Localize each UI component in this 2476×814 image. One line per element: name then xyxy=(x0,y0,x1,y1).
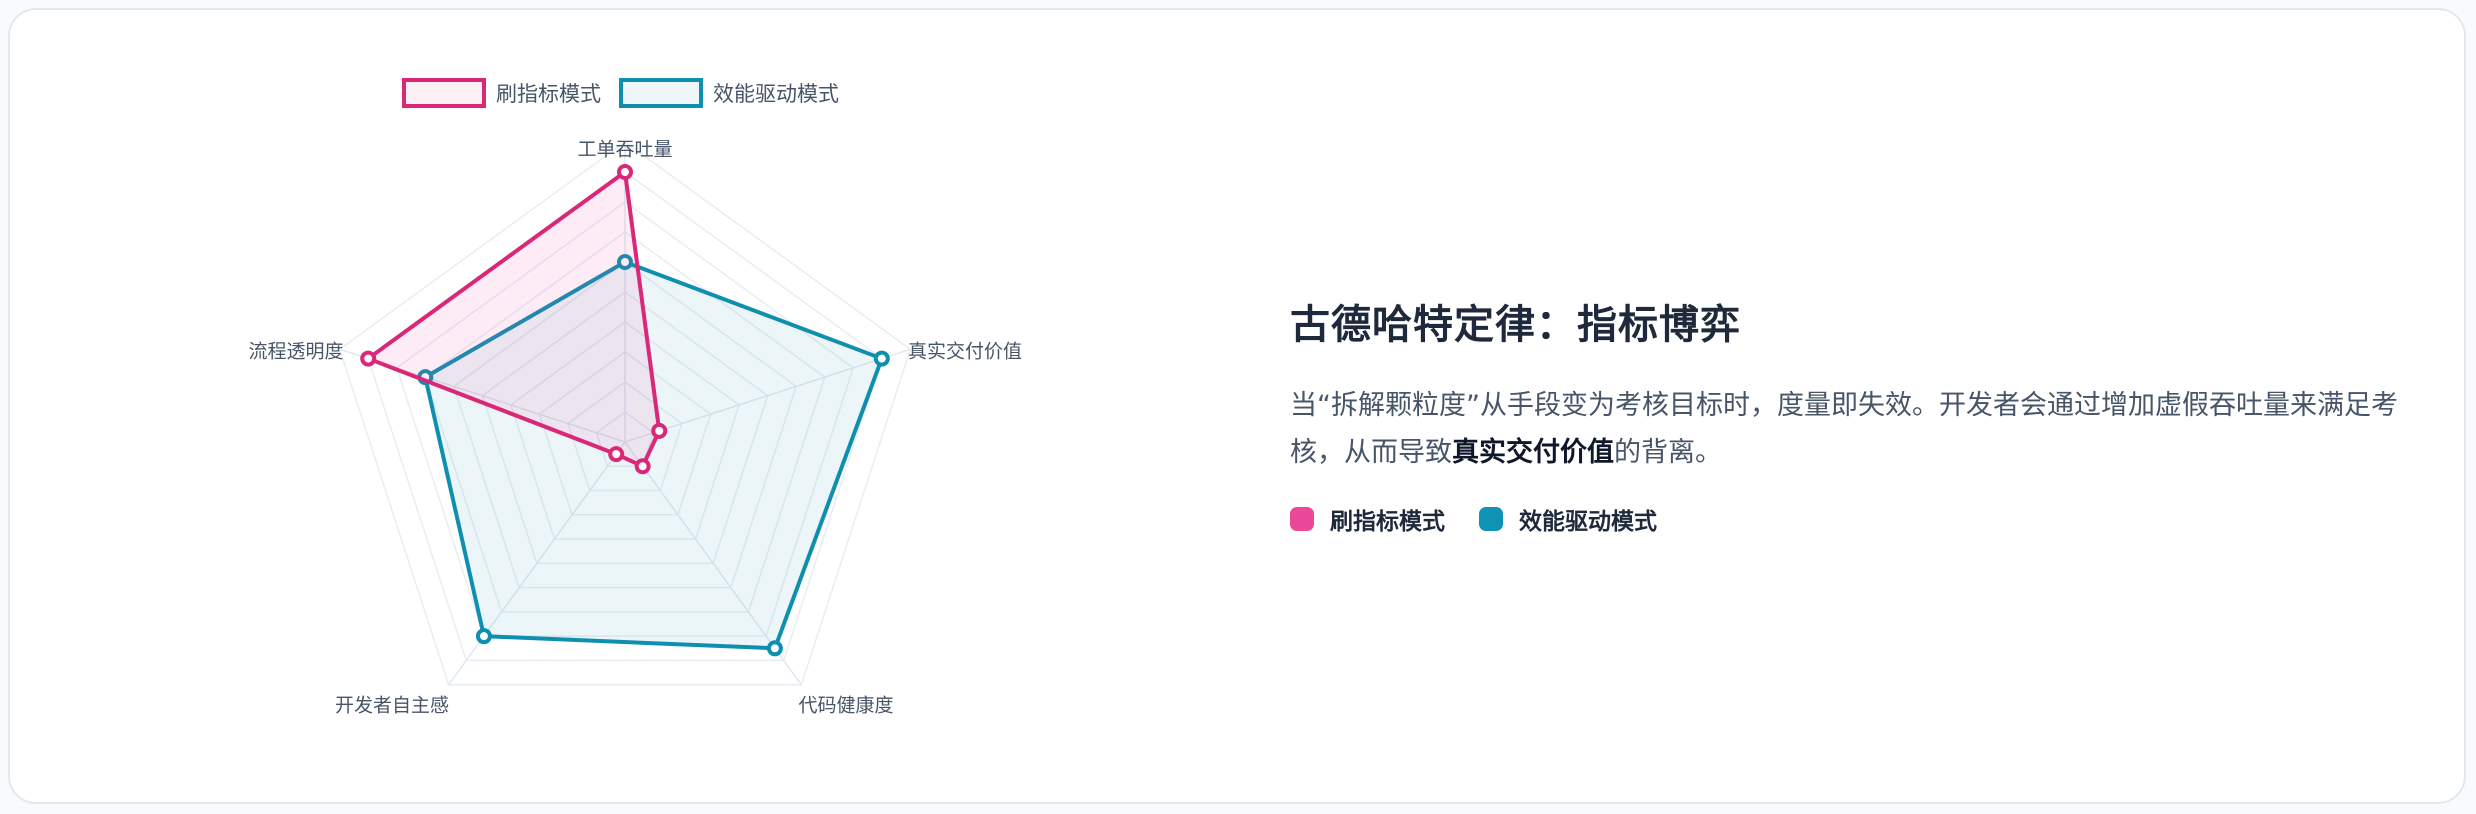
legend-item-efficiency[interactable]: 效能驱动模式 xyxy=(619,78,839,108)
panel-title: 古德哈特定律：指标博弈 xyxy=(1290,302,1741,348)
legend-label: 刷指标模式 xyxy=(496,82,601,106)
grid-ring xyxy=(395,201,855,637)
data-point xyxy=(873,350,890,367)
swatch-efficiency xyxy=(1479,507,1503,531)
series-area xyxy=(423,260,884,651)
axis-label-autonomy: 开发者自主感 xyxy=(334,694,450,717)
radar-chart: 刷指标模式 效能驱动模式 工单吞吐量 真实交付价值 代码健康度 开发者自主感 流… xyxy=(10,10,1250,806)
desc-emphasis: 真实交付价值 xyxy=(1452,437,1614,468)
axis-spoke xyxy=(624,348,911,443)
legend-swatch-efficiency xyxy=(619,78,703,108)
grid-ring xyxy=(538,351,712,516)
grid-ring xyxy=(452,261,798,589)
data-point xyxy=(766,640,783,657)
axis-label-delivery-value: 真实交付价值 xyxy=(907,340,1023,363)
grid-ring xyxy=(509,321,741,540)
panel-legend: 刷指标模式 效能驱动模式 xyxy=(1290,502,2430,536)
grid-ring xyxy=(424,231,826,613)
grid-ring xyxy=(481,291,769,565)
swatch-gaming xyxy=(1290,507,1314,531)
panel-description: 当“拆解颗粒度”从手段变为考核目标时，度量即失效。开发者会通过增加虚假吞吐量来满… xyxy=(1290,382,2430,476)
data-point xyxy=(617,164,633,180)
chart-card: 刷指标模式 效能驱动模式 工单吞吐量 真实交付价值 代码健康度 开发者自主感 流… xyxy=(8,8,2466,804)
data-point xyxy=(634,458,651,475)
data-point xyxy=(360,350,377,367)
data-point xyxy=(475,628,492,645)
axis-spoke xyxy=(448,441,626,686)
axis-label-transparency: 流程透明度 xyxy=(248,340,344,363)
panel-legend-item-gaming: 刷指标模式 xyxy=(1290,502,1445,536)
panel-legend-label: 效能驱动模式 xyxy=(1519,509,1657,535)
panel-legend-label: 刷指标模式 xyxy=(1330,509,1445,535)
grid-ring xyxy=(567,381,683,492)
desc-text-end: 的背离。 xyxy=(1614,437,1722,468)
legend-swatch-gaming xyxy=(402,78,486,108)
grid-ring xyxy=(338,141,912,686)
data-point xyxy=(617,254,633,270)
axis-label-code-health: 代码健康度 xyxy=(798,694,894,717)
legend-label: 效能驱动模式 xyxy=(713,82,839,106)
chart-legend: 刷指标模式 效能驱动模式 xyxy=(402,78,839,108)
data-point xyxy=(651,422,668,439)
panel-legend-item-efficiency: 效能驱动模式 xyxy=(1479,502,1657,536)
radar-svg xyxy=(338,141,912,686)
data-point xyxy=(608,446,625,463)
axis-label-throughput: 工单吞吐量 xyxy=(577,138,673,161)
series-area xyxy=(366,170,662,469)
desc-text: 当“拆解颗粒度”从手段变为考核目标时，度量即失效。开发者会通过增加虚假吞吐量来满… xyxy=(1290,390,2398,468)
grid-ring xyxy=(595,411,655,468)
explanation-panel: 古德哈特定律：指标博弈 当“拆解颗粒度”从手段变为考核目标时，度量即失效。开发者… xyxy=(1290,292,2430,536)
legend-item-gaming[interactable]: 刷指标模式 xyxy=(402,78,601,108)
